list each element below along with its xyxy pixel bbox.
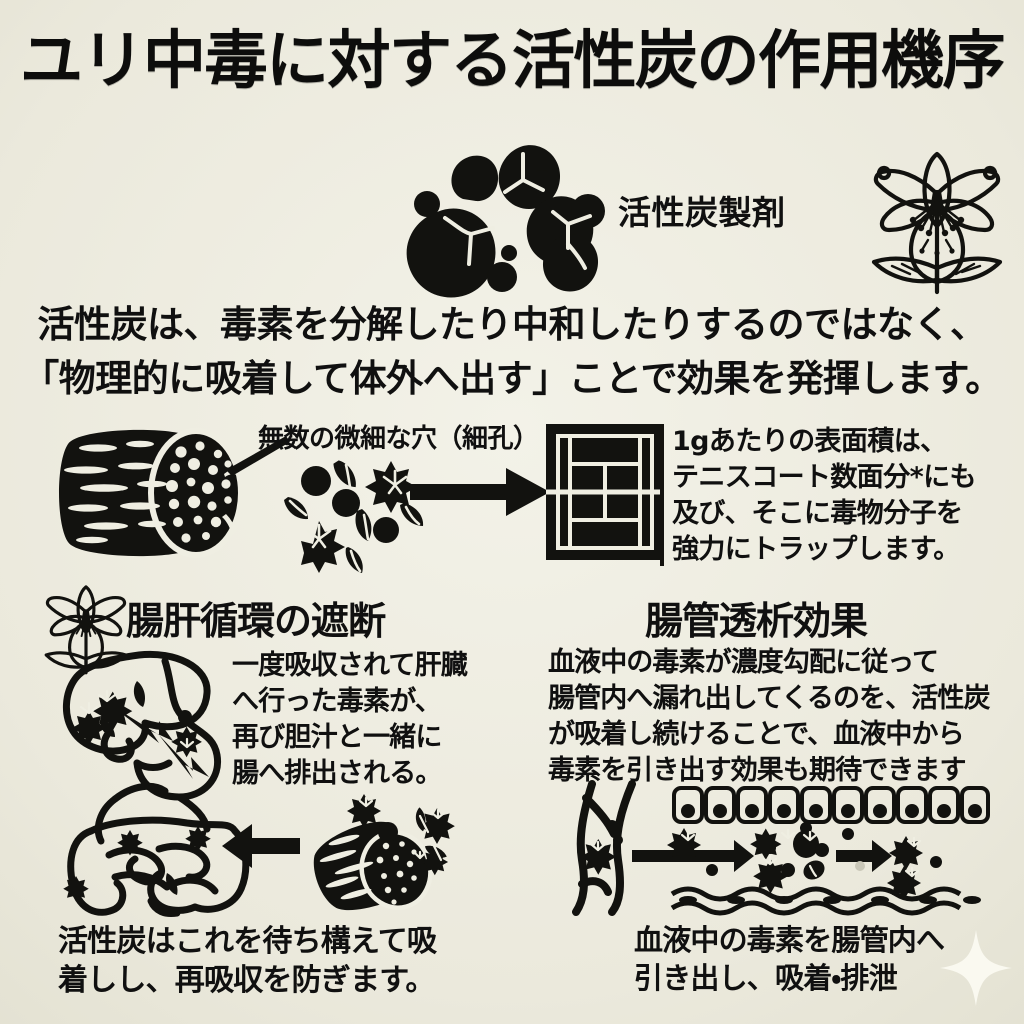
surface-area-text: 1gあたりの表面積は、 テニスコート数面分*にも 及び、そこに毒物分子を 強力に… [672, 426, 977, 565]
lily-flower-icon-left [44, 585, 128, 675]
surface-area-accent-rule [660, 424, 664, 566]
lead-paragraph: 活性炭は、毒素を分解したり中和したりするのではなく、 「物理的に吸着して体外へ出… [22, 303, 1002, 401]
charcoal-granules-icon [406, 145, 605, 298]
liver-stomach-intestine-icon [63, 650, 250, 917]
left-arrow-icon [222, 824, 300, 868]
intestinal-epithelium-cells-icon [672, 786, 990, 824]
wavy-membrane-icon [670, 886, 981, 916]
section-right-heading: 腸管透析効果 [645, 599, 868, 643]
lily-flower-icon [871, 151, 1003, 295]
intestinal-dialysis-diagram [572, 780, 990, 916]
section-right-body: 血液中の毒素が濃度勾配に従って 腸管内へ漏れ出してくるのを、活性炭 が吸着し続け… [548, 647, 990, 786]
section-right-caption: 血液中の毒素を腸管内へ 引き出し、吸着・排泄 [634, 923, 945, 995]
lily-toxin-particles-icon [284, 460, 424, 573]
right-arrow-icon [410, 468, 550, 516]
section-left-body: 一度吸収されて肝臓 へ行った毒素が、 再び胆汁と一緒に 腸へ排出される。 [232, 650, 468, 789]
page-title: ユリ中毒に対する活性炭の作用機序 [20, 24, 1006, 97]
pore-callout-label: 無数の微細な穴（細孔） [258, 424, 539, 454]
right-arrow-icon [836, 840, 892, 872]
charcoal-product-label: 活性炭製剤 [618, 193, 786, 232]
porous-charcoal-cylinder-icon [59, 428, 244, 558]
tennis-court-icon [546, 424, 664, 560]
charcoal-cylinder-icon [313, 794, 455, 911]
pore-callout-leader-line [226, 436, 290, 476]
section-left-caption: 活性炭はこれを待ち構えて吸 着しし、再吸収を防ぎます。 [58, 924, 437, 998]
section-left-heading: 腸肝循環の遮断 [126, 599, 386, 643]
sparkle-icon [940, 930, 1012, 1006]
